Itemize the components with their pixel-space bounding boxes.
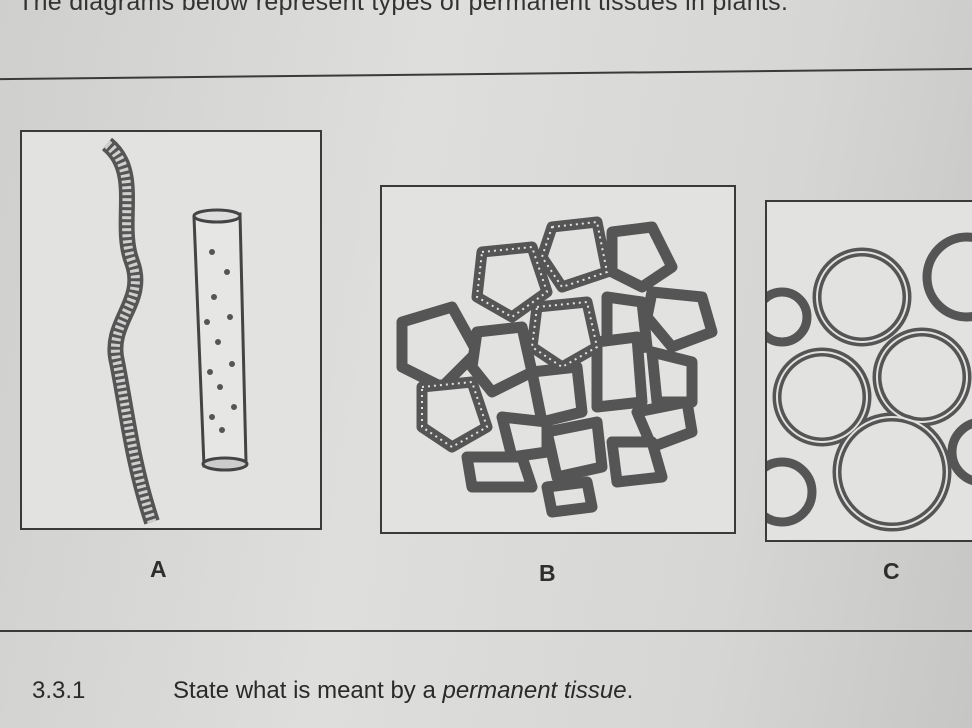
question-text-end: . — [626, 677, 634, 704]
question-key-term: permanent tissue — [442, 677, 627, 704]
divider-top — [0, 67, 972, 81]
intro-text: The diagrams below represent types of pe… — [18, 0, 789, 16]
diagram-b-collenchyma-illustration — [396, 216, 718, 518]
diagram-a-box — [20, 130, 322, 530]
diagram-c-parenchyma-illustration — [767, 232, 972, 532]
diagram-c-label: C — [883, 558, 900, 584]
divider-bottom — [0, 630, 972, 632]
diagram-b-label: B — [539, 560, 556, 586]
question-text: State what is meant by a permanent tissu… — [173, 677, 633, 705]
diagram-a-sclerenchyma-illustration — [101, 137, 249, 525]
question-text-start: State what is meant by a — [173, 677, 443, 704]
question-number: 3.3.1 — [32, 677, 86, 704]
diagram-b-box — [380, 185, 736, 534]
diagram-c-box — [765, 200, 972, 542]
diagram-a-label: A — [150, 556, 167, 582]
